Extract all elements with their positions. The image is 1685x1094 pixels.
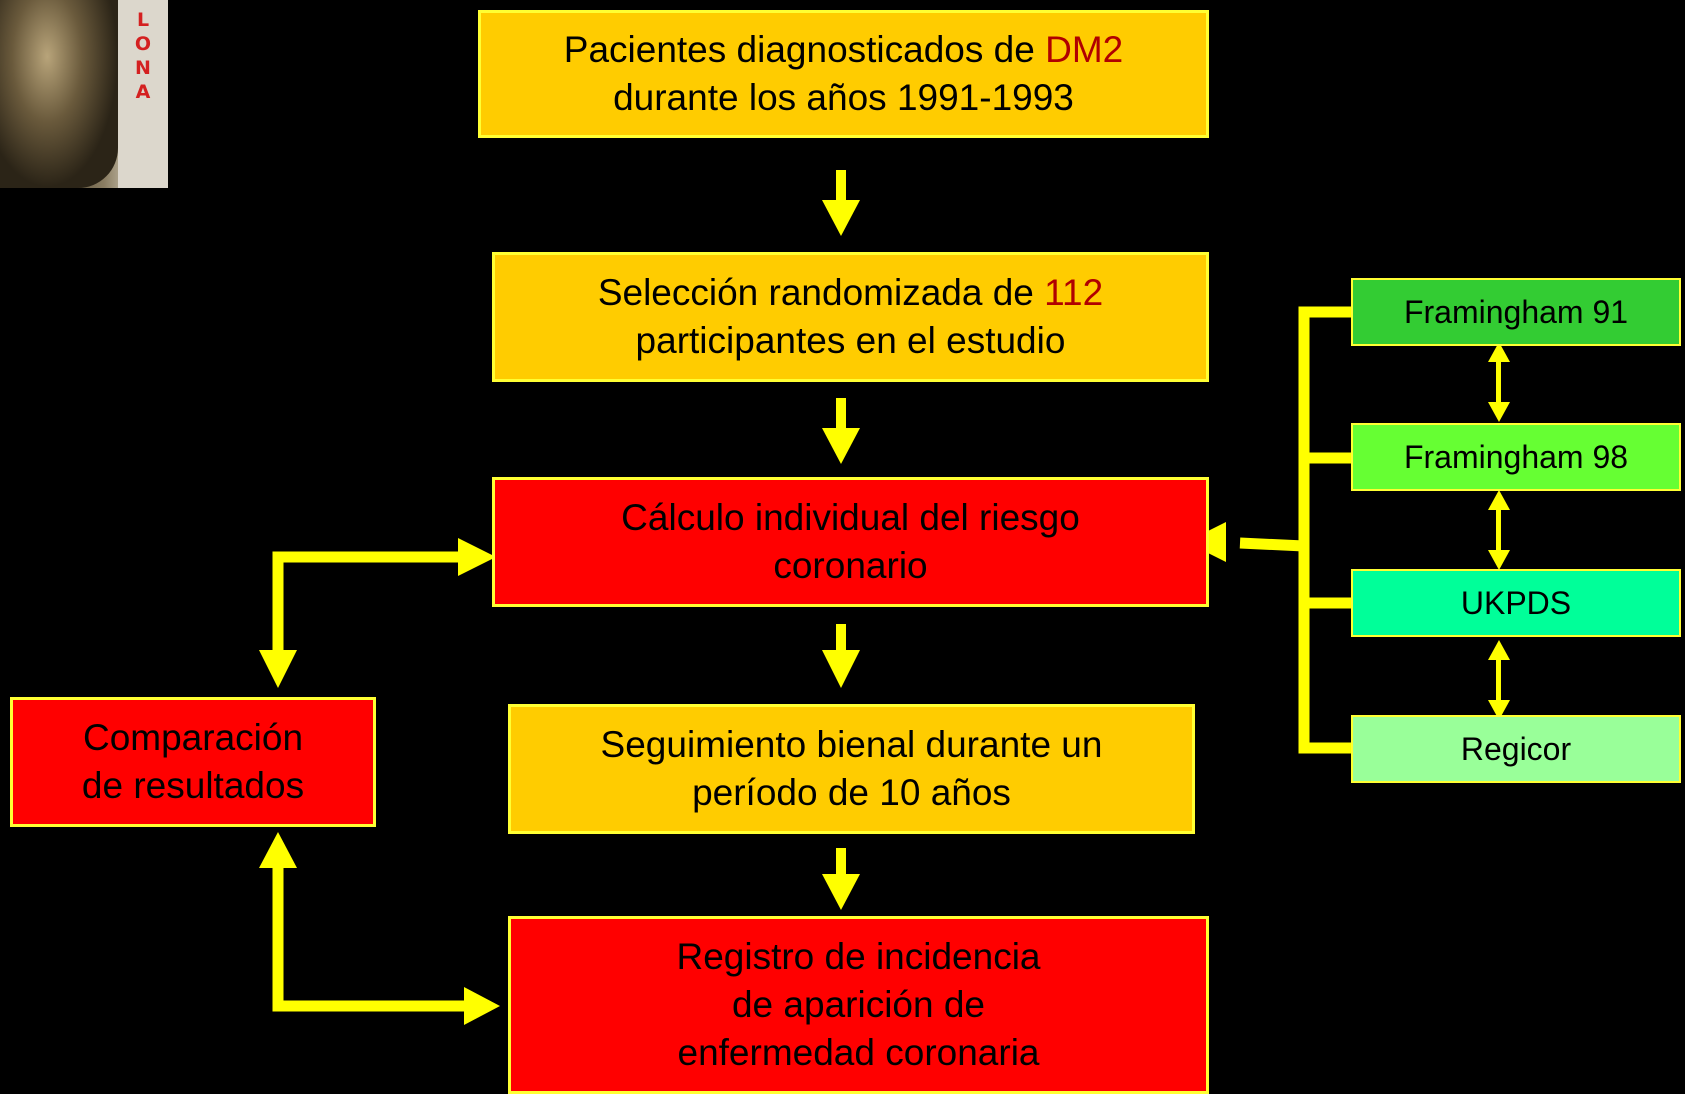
logo-image: L O N A [0,0,168,188]
models-bracket [1186,306,1352,754]
text-fragment: durante los años 1991-1993 [613,77,1074,118]
arrow-down-1 [822,170,860,236]
double-arrow-1 [1488,342,1510,422]
box-comparacion: Comparación de resultados [10,697,376,827]
box-registro: Registro de incidencia de aparición de e… [508,916,1209,1094]
text-fragment: Selección randomizada de [597,272,1045,313]
model-label: Framingham 98 [1403,438,1629,475]
text-fragment: participantes en el estudio [635,320,1066,361]
text-fragment: Pacientes diagnosticados de [563,29,1046,70]
box-comparacion-text: Comparación de resultados [81,717,305,806]
logo-letter: L [136,9,150,31]
highlight-112: 112 [1044,272,1104,313]
logo-letter: N [135,57,151,79]
box-calculo: Cálculo individual del riesgo coronario [492,477,1209,607]
double-arrow-2 [1488,490,1510,570]
box-seleccion: Selección randomizada de 112 participant… [492,252,1209,382]
box-registro-text: Registro de incidencia de aparición de e… [676,936,1041,1073]
model-label: Framingham 91 [1403,293,1629,330]
box-seleccion-text: Selección randomizada de 112 participant… [598,269,1103,365]
model-framingham-98: Framingham 98 [1351,423,1681,491]
arrow-down-4 [822,848,860,910]
model-ukpds: UKPDS [1351,569,1681,637]
model-label: Regicor [1460,730,1572,767]
logo-letters: L O N A [118,0,168,188]
box-pacientes: Pacientes diagnosticados de DM2 durante … [478,10,1209,138]
logo-letter: O [134,33,152,55]
model-label: UKPDS [1460,584,1572,621]
highlight-dm2: DM2 [1045,29,1124,70]
arrow-calculo-comparacion [259,538,496,688]
logo-letter: A [135,81,151,103]
arrow-down-2 [822,398,860,464]
box-calculo-text: Cálculo individual del riesgo coronario [621,497,1080,586]
box-seguimiento: Seguimiento bienal durante un período de… [508,704,1195,834]
box-seguimiento-text: Seguimiento bienal durante un período de… [600,724,1103,813]
model-framingham-91: Framingham 91 [1351,278,1681,346]
arrow-down-3 [822,624,860,688]
double-arrow-3 [1488,640,1510,720]
model-regicor: Regicor [1351,715,1681,783]
arrow-comparacion-registro [259,832,500,1025]
box-pacientes-text: Pacientes diagnosticados de DM2 durante … [564,26,1123,122]
monument-tower [0,0,118,188]
